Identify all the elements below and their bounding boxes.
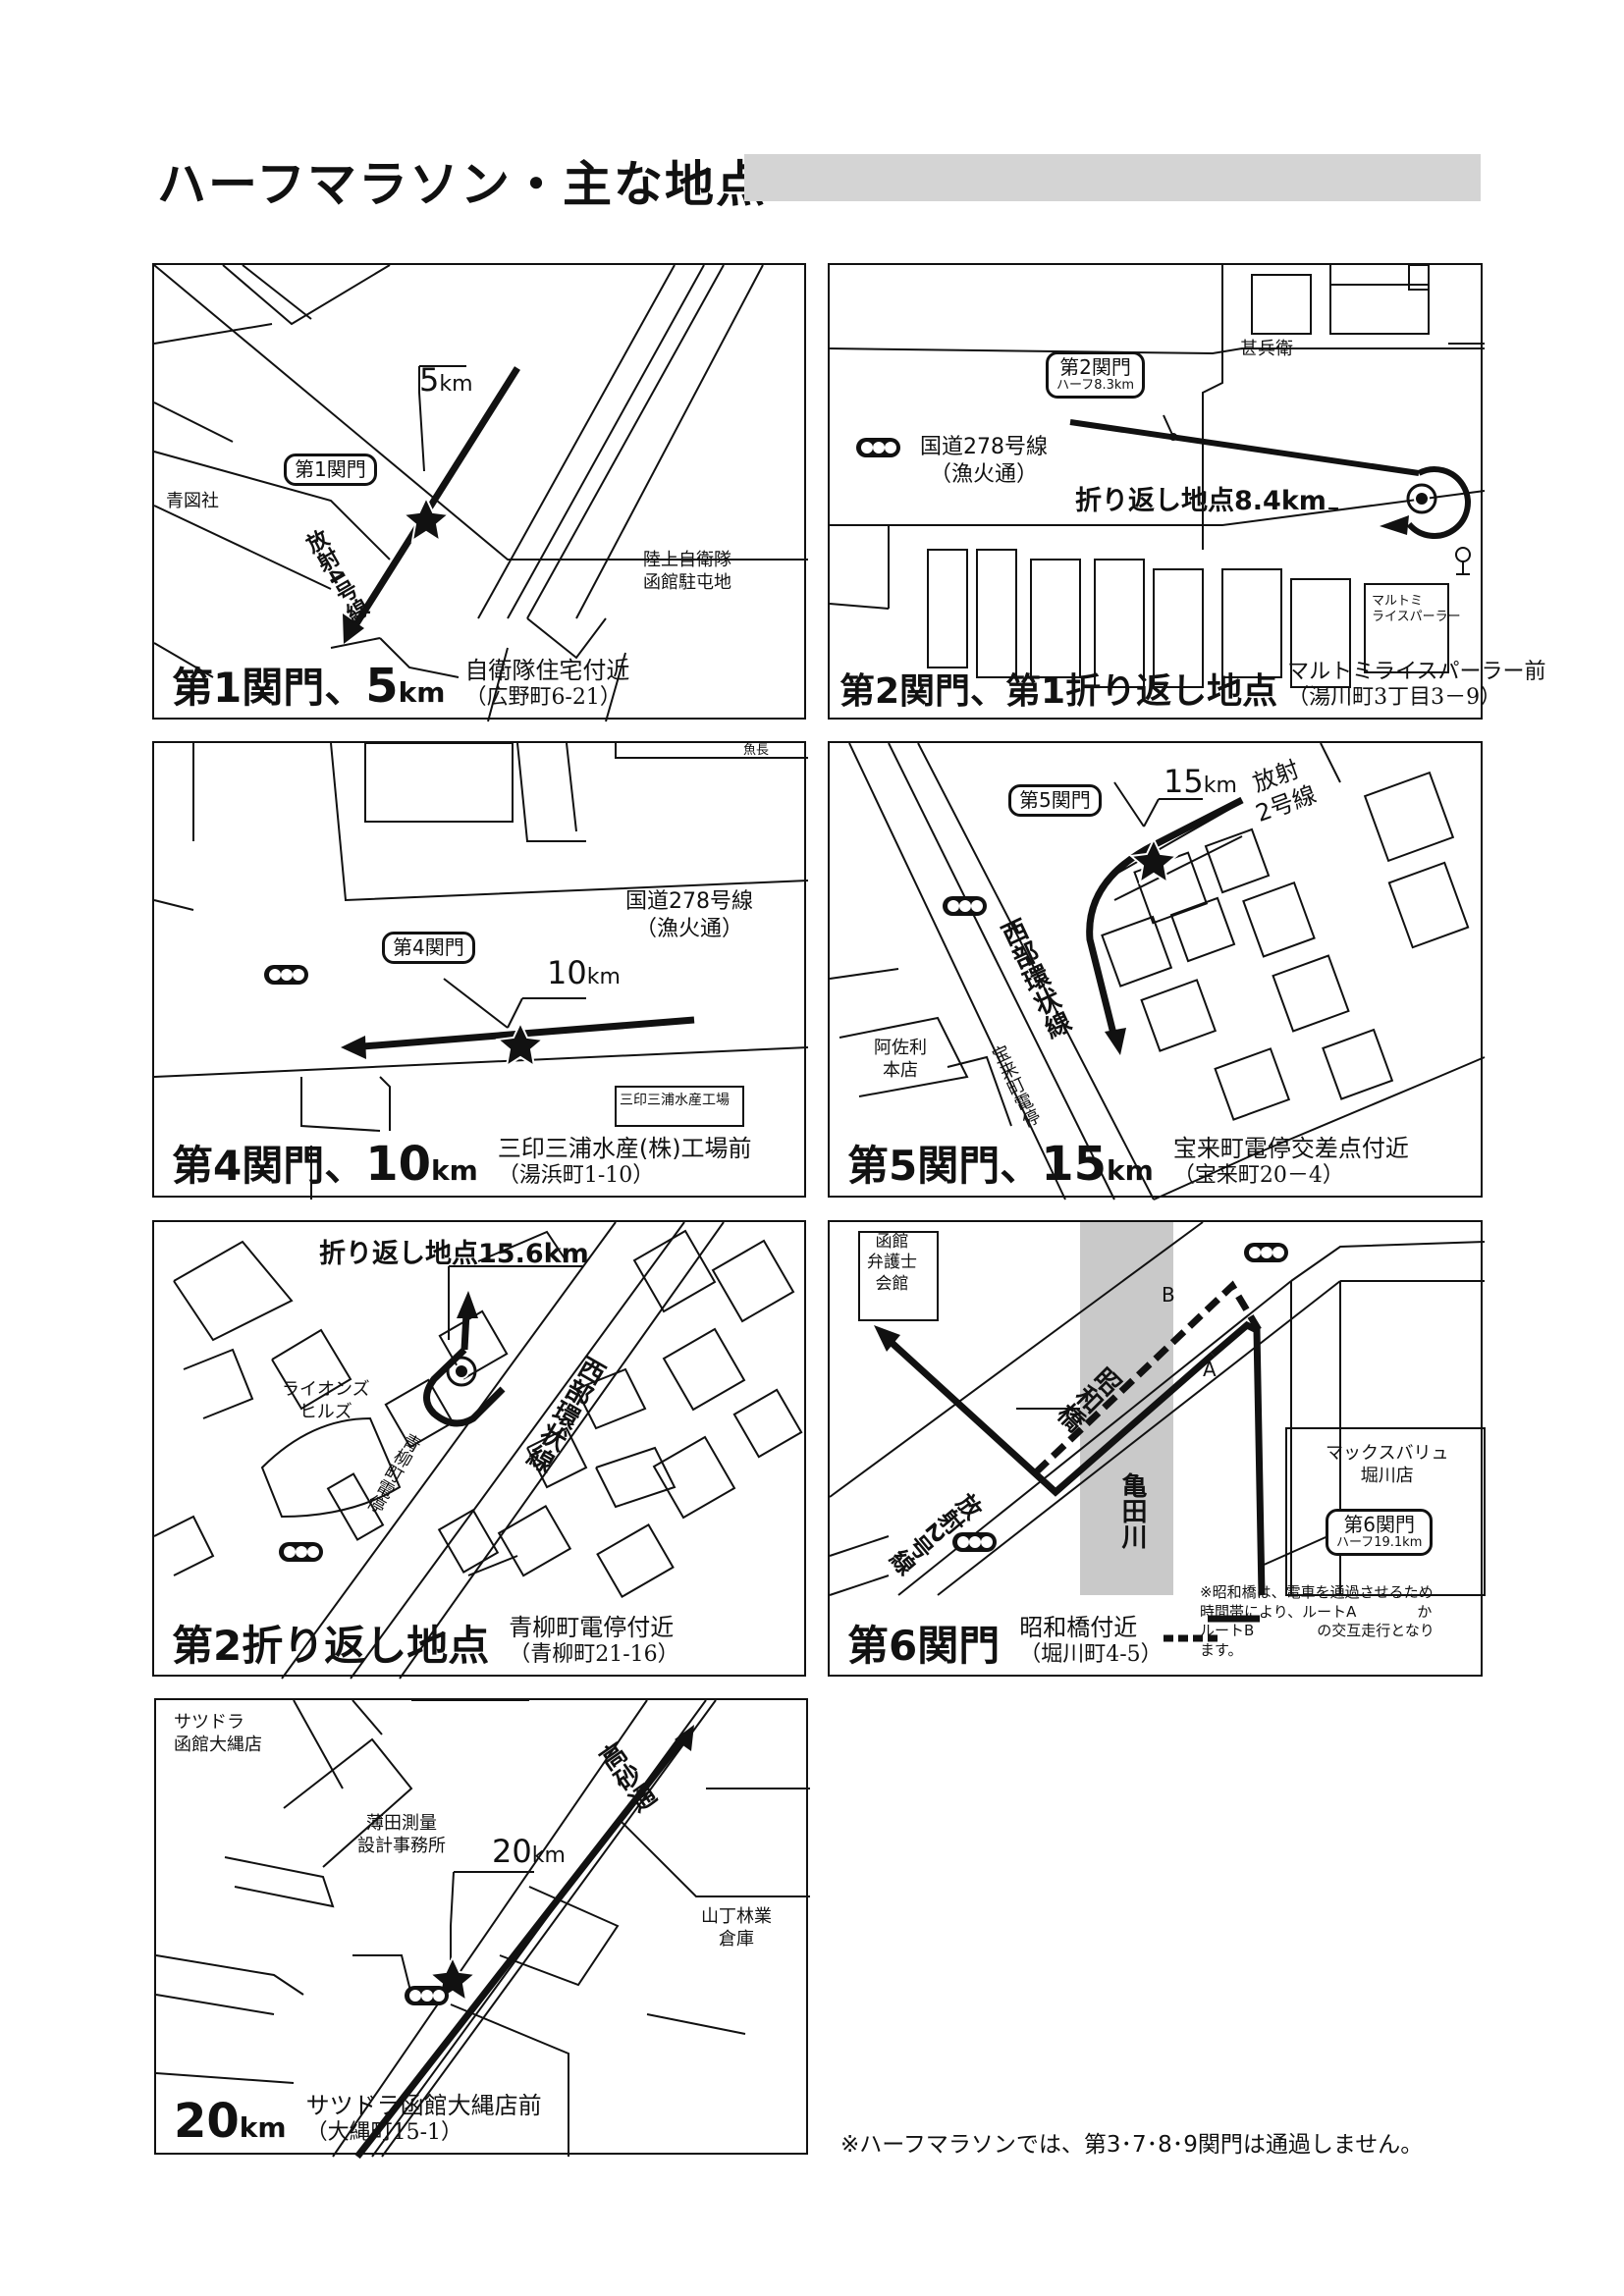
caption-place: サツドラ函館大縄店前 xyxy=(305,2092,542,2120)
panel-gate4: 第4関門 10km 国道278号線 （漁火通） 魚長 三印三浦水産工場 第4関門… xyxy=(152,741,809,1200)
caption-title: 第1関門、5km xyxy=(172,659,446,714)
poi-pin-icon xyxy=(1455,547,1471,575)
caption-title: 第4関門、10km xyxy=(172,1137,478,1192)
page-title: ハーフマラソン・主な地点 xyxy=(157,156,767,213)
caption: 20km サツドラ函館大縄店前（大縄町15-1） xyxy=(174,2093,542,2145)
caption-title: 第2折り返し地点 xyxy=(172,1622,490,1670)
panel-km20: 20km 高砂通 サツドラ 函館大縄店 薄田測量 設計事務所 山丁林業 倉庫 2… xyxy=(154,1698,810,2160)
river-label: 亀田川 xyxy=(1117,1472,1147,1549)
map-gate5 xyxy=(829,742,1486,1201)
building-label: 函館 弁護士 会館 xyxy=(867,1232,917,1294)
panel-gate1: 5km 第1関門 放射4号線 青図社 陸上自衛隊 函館駐屯地 第1関門、5km … xyxy=(152,263,808,722)
panel-gate5: 第5関門 15km 放射 2号線 西部環状線 阿佐利 本店 宝来町電停 第5関門… xyxy=(828,741,1486,1201)
caption-title: 20km xyxy=(174,2094,287,2149)
map-gate1 xyxy=(153,264,808,722)
building-label: 山丁林業 倉庫 xyxy=(701,1906,772,1949)
panel-turn2: 折り返し地点15.6km 西部環状線 ライオンズ ヒルズ 青柳町電停 第2折り返… xyxy=(152,1220,806,1680)
caption-title: 第5関門、15km xyxy=(847,1137,1154,1192)
panel-gate2: 第2関門ハーフ8.3km 折り返し地点8.4km 国道278号線 （漁火通） 甚… xyxy=(828,263,1545,720)
caption: 第1関門、5km 自衛隊住宅付近（広野町6-21） xyxy=(172,658,629,710)
caption-address: （青柳町21-16） xyxy=(509,1641,679,1667)
caption-address: （湯浜町1-10） xyxy=(497,1162,655,1188)
turn-label: 折り返し地点8.4km xyxy=(1075,486,1326,516)
km-label: 20km xyxy=(492,1833,566,1870)
map-gate4 xyxy=(153,742,809,1200)
traffic-signal-icon xyxy=(943,896,987,916)
building-label: 甚兵衛 xyxy=(1240,339,1293,359)
road-label: 国道278号線 （漁火通） xyxy=(920,435,1048,487)
caption-place: 三印三浦水産(株)工場前 xyxy=(497,1135,752,1163)
building-label: 薄田測量 設計事務所 xyxy=(357,1813,446,1856)
caption: 第2関門、第1折り返し地点 マルトミライスパーラー前（湯川町3丁目3－9） xyxy=(839,660,1545,710)
building-label: マックスバリュ 堀川店 xyxy=(1326,1443,1449,1486)
map-km20 xyxy=(155,1699,810,2160)
footer-note: ※ハーフマラソンでは、第3･7･8･9関門は通過しません。 xyxy=(840,2132,1424,2158)
caption-title: 第2関門、第1折り返し地点 xyxy=(839,671,1278,712)
traffic-signal-icon xyxy=(856,438,900,457)
map-gate6 xyxy=(829,1221,1486,1642)
building-label: マルトミ ライスパーラー xyxy=(1372,594,1461,624)
caption-place: 青柳町電停付近 xyxy=(509,1614,675,1642)
star-marker xyxy=(495,1020,546,1069)
star-marker xyxy=(1128,836,1179,885)
caption-address: （広野町6-21） xyxy=(464,684,622,710)
gate-label: 第6関門ハーフ19.1km xyxy=(1326,1509,1434,1556)
caption-address: （宝来町20－4） xyxy=(1172,1162,1344,1188)
gate-label: 第5関門 xyxy=(1008,784,1102,817)
route-b-label: B xyxy=(1162,1283,1175,1307)
traffic-signal-icon xyxy=(264,965,308,985)
building-label: 青図社 xyxy=(166,491,219,511)
star-marker xyxy=(401,495,452,544)
caption: 第4関門、10km 三印三浦水産(株)工場前（湯浜町1-10） xyxy=(172,1136,752,1188)
km-label: 15km xyxy=(1164,763,1237,800)
caption-place: 昭和橋付近 xyxy=(1019,1614,1138,1642)
gate-label: 第4関門 xyxy=(382,932,475,964)
caption-place: 自衛隊住宅付近 xyxy=(464,657,630,685)
traffic-signal-icon xyxy=(279,1542,323,1562)
road-label: 国道278号線 （漁火通） xyxy=(625,889,753,941)
gate-label: 第1関門 xyxy=(284,454,377,486)
caption-title: 第6関門 xyxy=(847,1622,1001,1670)
building-label: 三印三浦水産工場 xyxy=(620,1093,730,1108)
caption-address: （湯川町3丁目3－9） xyxy=(1287,684,1502,710)
map-turn2 xyxy=(153,1221,803,1680)
gate-label: 第2関門ハーフ8.3km xyxy=(1046,351,1146,399)
title-bar xyxy=(744,154,1481,201)
caption-address: （大縄町15-1） xyxy=(305,2119,463,2145)
route-a-label: A xyxy=(1203,1358,1217,1381)
km-label: 5km xyxy=(419,361,473,399)
traffic-signal-icon xyxy=(952,1532,997,1552)
caption-place: 宝来町電停交差点付近 xyxy=(1172,1135,1409,1163)
building-label: ライオンズ ヒルズ xyxy=(282,1379,370,1422)
building-label: サツドラ 函館大縄店 xyxy=(174,1712,262,1755)
caption-place: マルトミライスパーラー前 xyxy=(1287,660,1546,685)
caption-address: （堀川町4-5） xyxy=(1019,1641,1163,1667)
building-label: 阿佐利 本店 xyxy=(874,1038,927,1081)
caption: 第2折り返し地点 青柳町電停付近（青柳町21-16） xyxy=(172,1615,679,1667)
caption: 第6関門 昭和橋付近（堀川町4-5） xyxy=(847,1615,1163,1667)
traffic-signal-icon xyxy=(1244,1243,1288,1262)
map-gate2 xyxy=(829,264,1486,688)
km-label: 10km xyxy=(547,954,621,991)
turn-label: 折り返し地点15.6km xyxy=(319,1239,589,1269)
panel-gate6: 第6関門ハーフ19.1km 昭和橋 亀田川 放射2号線 函館 弁護士 会館 マッ… xyxy=(828,1220,1486,1677)
building-label: 陸上自衛隊 函館駐屯地 xyxy=(643,550,731,593)
traffic-signal-icon xyxy=(405,1986,449,2005)
river xyxy=(1080,1222,1173,1595)
building-label: 魚長 xyxy=(743,743,770,758)
caption: 第5関門、15km 宝来町電停交差点付近（宝来町20－4） xyxy=(847,1136,1409,1188)
